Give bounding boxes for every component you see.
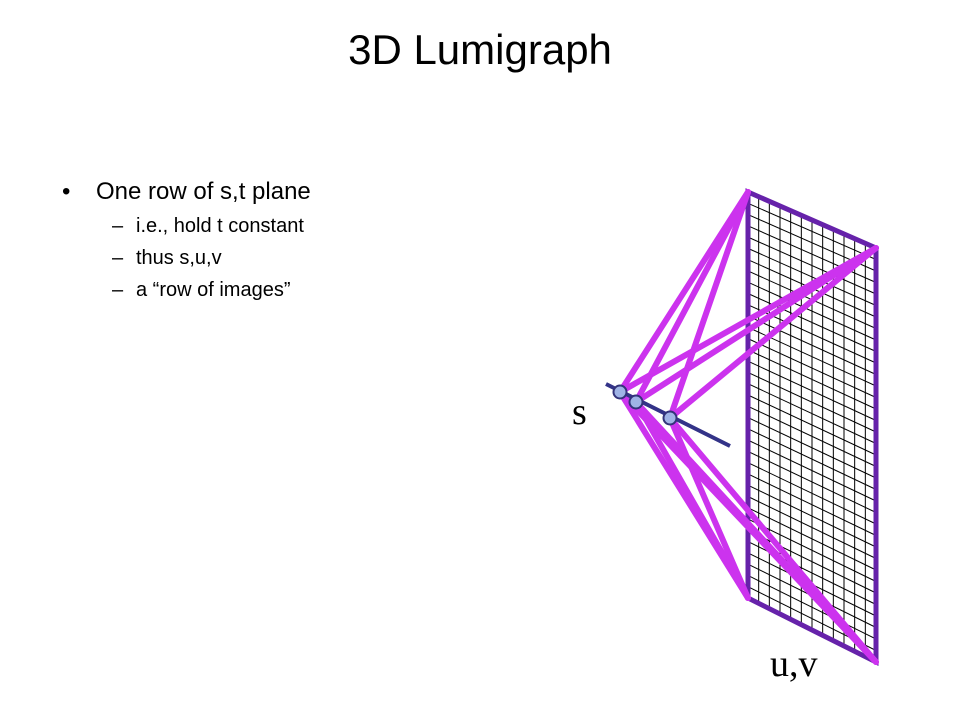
sub-bullet-item: – i.e., hold t constant (62, 210, 502, 242)
ray-line (633, 399, 751, 601)
ray-line (667, 245, 879, 421)
bullet-list: • One row of s,t plane – i.e., hold t co… (62, 174, 502, 306)
sub-bullet-text: i.e., hold t constant (136, 215, 304, 237)
ray-line (667, 415, 879, 665)
grid-line (747, 518, 877, 582)
bullet-text: One row of s,t plane (96, 178, 311, 205)
dash-icon: – (112, 215, 124, 237)
slide-title: 3D Lumigraph (348, 26, 612, 73)
ray-line (617, 189, 751, 395)
dash-icon: – (112, 279, 124, 301)
grid-line (747, 371, 877, 433)
grid-line (747, 428, 877, 490)
sub-bullet-text: a “row of images” (136, 279, 291, 301)
ray-line (633, 245, 879, 405)
sub-bullet-item: – thus s,u,v (62, 242, 502, 274)
bullet-item-main: • One row of s,t plane (62, 174, 502, 210)
grid-line (747, 293, 877, 352)
s-axis-label: s (572, 391, 587, 433)
grid-line (747, 529, 877, 594)
ray-line (667, 189, 751, 421)
light-rays (617, 189, 879, 665)
sub-bullet-text: thus s,u,v (136, 247, 222, 269)
grid-line (747, 338, 877, 398)
grid-line (747, 484, 877, 548)
grid-line (747, 417, 877, 479)
grid-line (747, 315, 877, 375)
camera-positions (612, 384, 678, 426)
grid-line (747, 236, 877, 295)
ray-line (633, 189, 751, 405)
grid-line (747, 349, 877, 410)
grid-line (747, 473, 877, 536)
sub-bullet-item: – a “row of images” (62, 274, 502, 306)
grid-line (747, 281, 877, 341)
ray-line (667, 415, 751, 601)
uv-axis-label: u,v (770, 643, 818, 685)
grid-line (747, 496, 877, 559)
grid-line (747, 247, 877, 306)
bullet-icon: • (62, 178, 71, 205)
camera-point (612, 384, 628, 400)
dash-icon: – (112, 247, 124, 269)
grid-line (747, 383, 877, 444)
grid-line (747, 225, 877, 283)
grid-line (747, 574, 877, 640)
grid-line (747, 360, 877, 421)
grid-line (747, 202, 877, 260)
camera-point (662, 410, 678, 426)
camera-point (628, 394, 644, 410)
grid-line (747, 439, 877, 502)
grid-line (747, 462, 877, 525)
grid-line (747, 405, 877, 467)
grid-line (747, 394, 877, 456)
grid-line (747, 450, 877, 513)
grid-line (747, 507, 877, 571)
